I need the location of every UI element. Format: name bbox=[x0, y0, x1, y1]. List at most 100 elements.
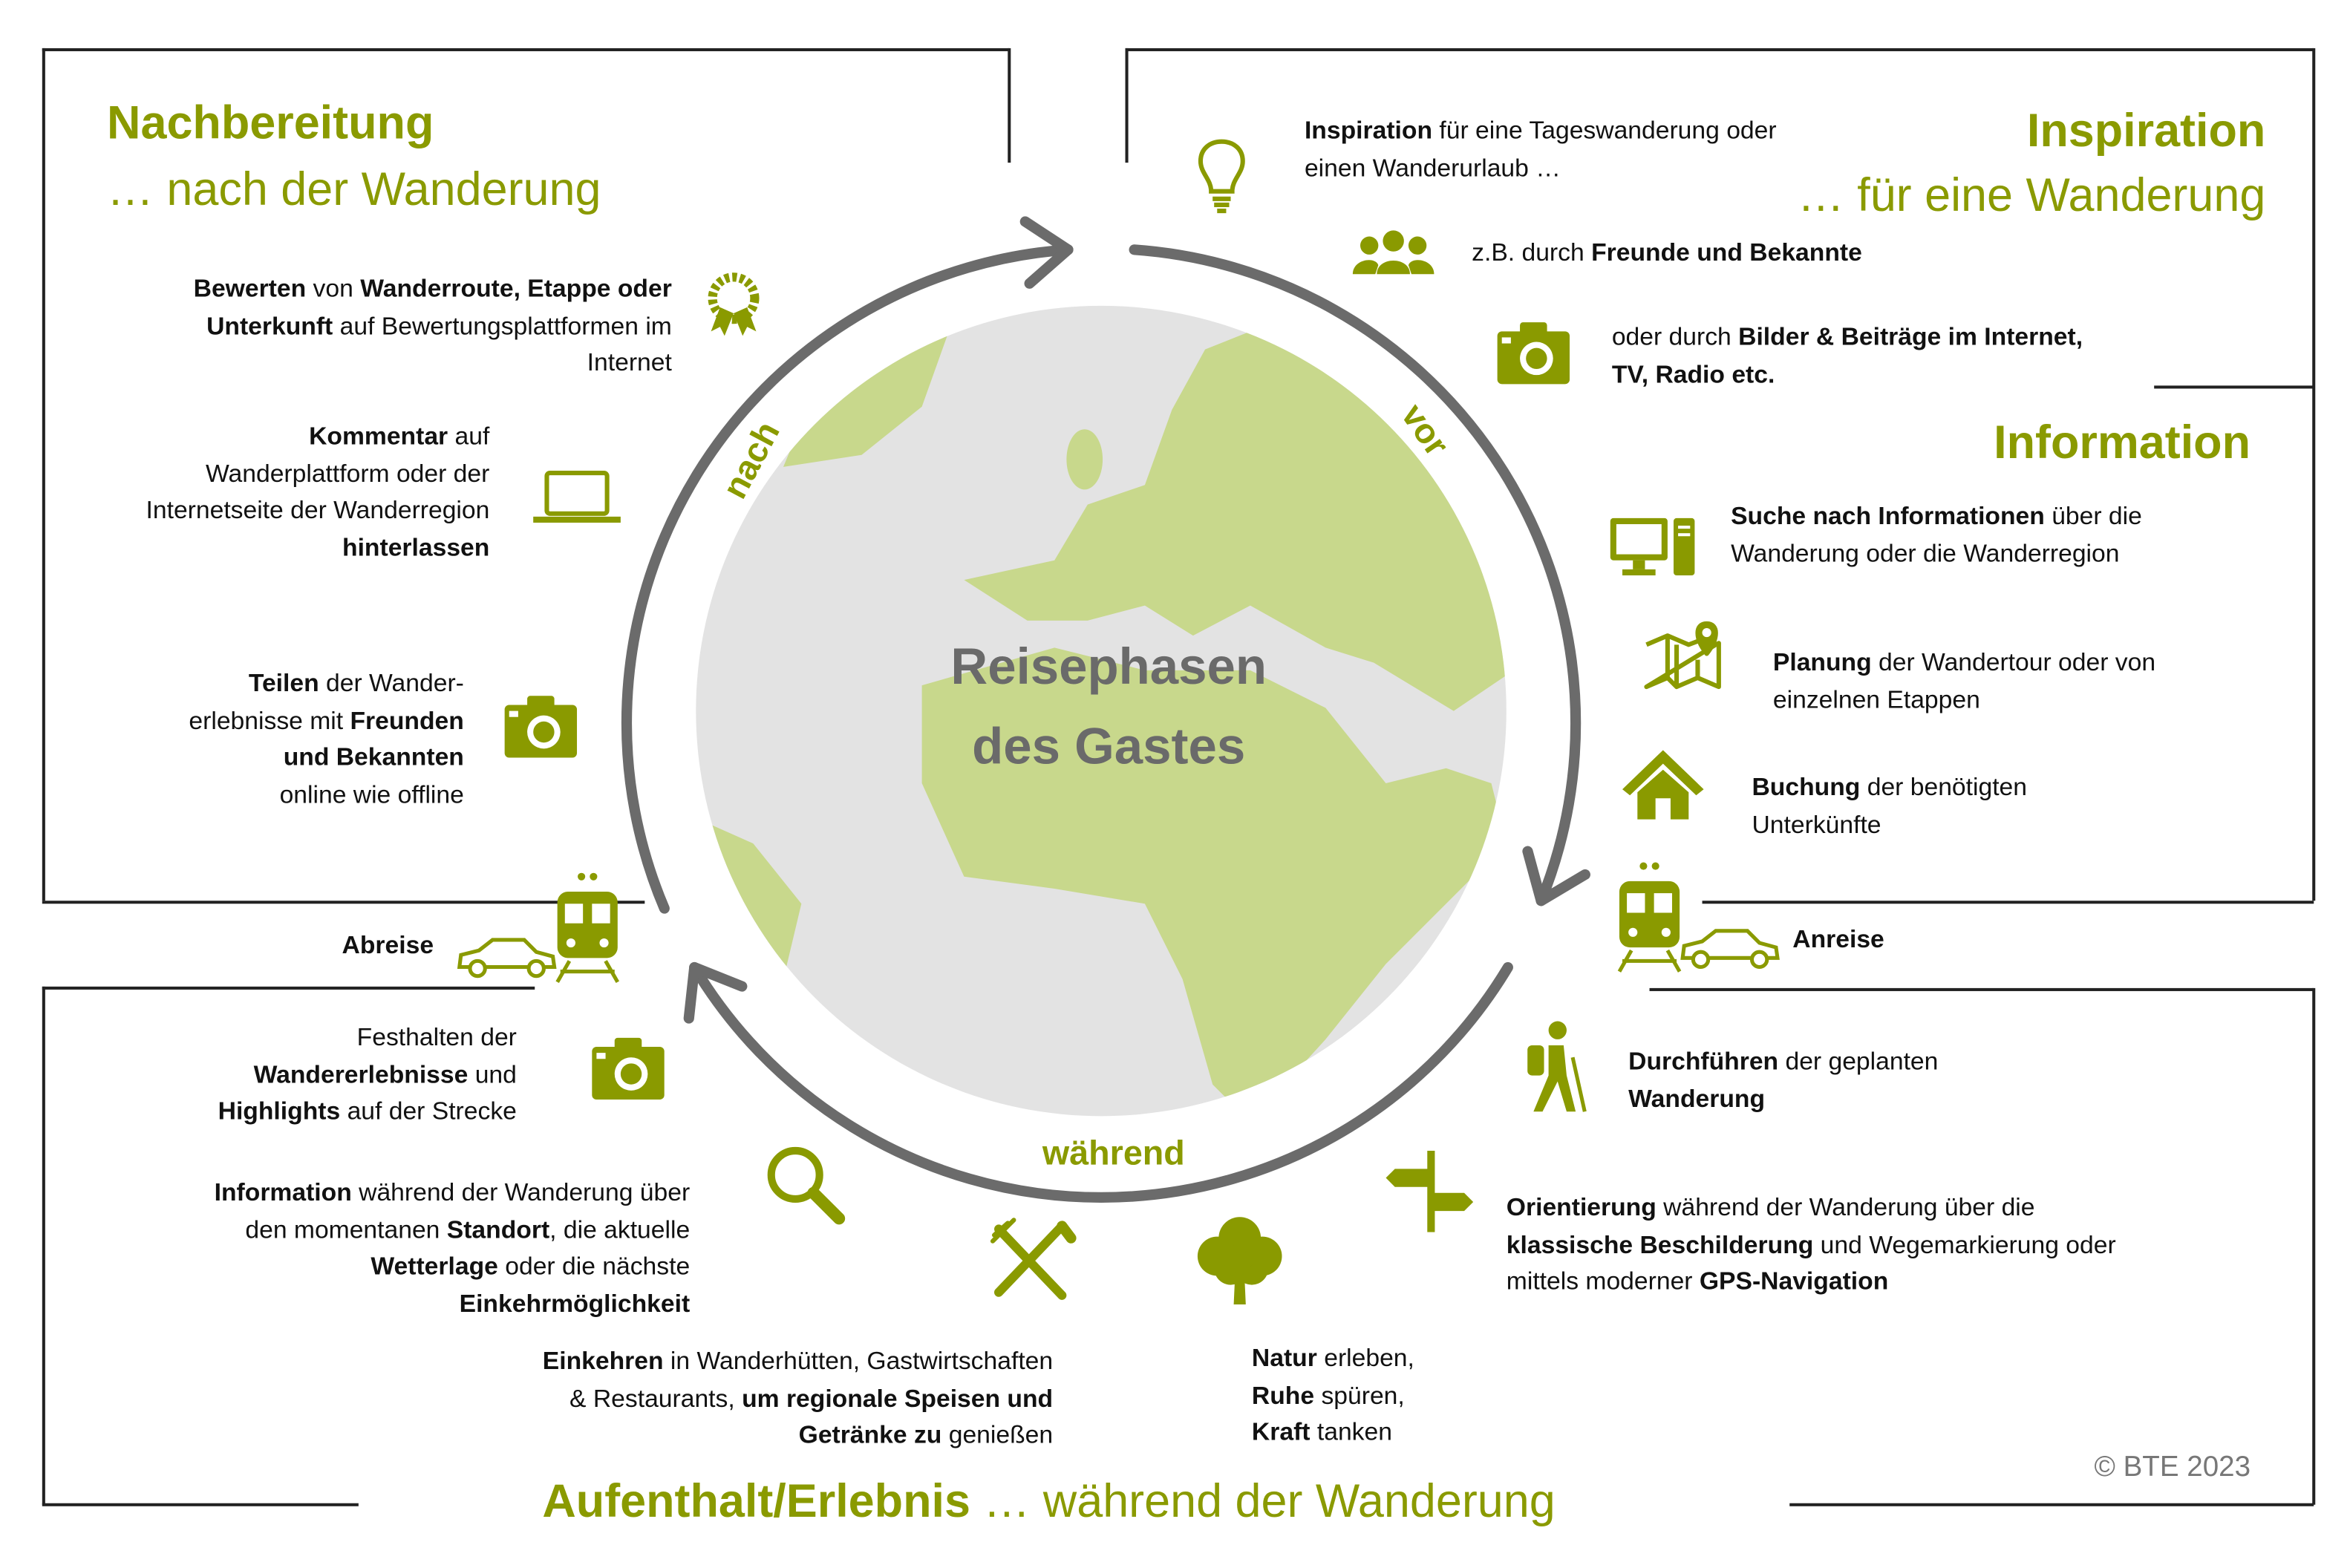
tree-icon bbox=[1197, 1217, 1282, 1304]
center-title-line1: Reisephasen bbox=[950, 638, 1267, 696]
award-rosette-icon bbox=[708, 272, 760, 336]
text: während der Wanderung über die bbox=[1656, 1192, 2035, 1222]
bold-text: Einkehrmöglichkeit bbox=[459, 1288, 691, 1318]
frame-line bbox=[42, 901, 645, 904]
text: und bbox=[468, 1059, 517, 1088]
text-line: Internetseite der Wanderregion bbox=[146, 492, 490, 529]
text-line: einzelnen Etappen bbox=[1773, 682, 2155, 719]
frame-line bbox=[1125, 48, 1128, 163]
text-line: z.B. durch Freunde und Bekannte bbox=[1472, 235, 1862, 272]
center-title: Reisephasen des Gastes bbox=[843, 637, 1374, 777]
bold-text: Kraft bbox=[1251, 1417, 1311, 1446]
frame-line bbox=[42, 986, 45, 1505]
text-line: den momentanen Standort, die aktuelle bbox=[215, 1212, 691, 1249]
bold-text: Wanderroute, Etappe oder bbox=[360, 274, 672, 303]
text-line: Information während der Wanderung über bbox=[215, 1175, 691, 1212]
train-icon bbox=[1617, 862, 1682, 973]
text-eat: Einkehren in Wanderhütten, Gastwirtschaf… bbox=[543, 1344, 1053, 1454]
subheading-inspiration: … für eine Wanderung bbox=[1797, 169, 2266, 222]
text: mittels moderner bbox=[1506, 1267, 1700, 1296]
text-line: Inspiration für eine Tageswanderung oder bbox=[1305, 113, 1777, 150]
text: oder durch bbox=[1611, 322, 1739, 351]
lightbulb-icon bbox=[1198, 139, 1245, 214]
bold-text: Planung bbox=[1772, 647, 1872, 676]
text-line: erlebnisse mit Freunden bbox=[189, 702, 463, 739]
text-friends: z.B. durch Freunde und Bekannte bbox=[1472, 235, 1862, 272]
bold-text: Getränke zu bbox=[798, 1420, 942, 1449]
train-icon bbox=[555, 872, 620, 984]
bold-text: um regionale Speisen und bbox=[742, 1383, 1054, 1412]
text-line: oder durch Bilder & Beiträge im Internet… bbox=[1612, 319, 2083, 356]
text: auf der Strecke bbox=[340, 1096, 517, 1126]
arc-before bbox=[1129, 244, 1582, 906]
text: , die aktuelle bbox=[549, 1215, 691, 1244]
text-line: Wandererlebnisse und bbox=[218, 1056, 517, 1094]
text: Wanderplattform oder der bbox=[205, 458, 490, 488]
bold-text: Unterkunft bbox=[206, 310, 333, 340]
desktop-computer-icon bbox=[1610, 517, 1695, 576]
frame-line bbox=[1008, 48, 1011, 163]
text-line: Teilen der Wander- bbox=[189, 666, 464, 703]
car-icon bbox=[457, 938, 557, 979]
text-line: Festhalten der bbox=[218, 1019, 517, 1056]
text-share: Teilen der Wander-erlebnisse mit Freunde… bbox=[189, 666, 463, 814]
fork-knife-icon bbox=[990, 1218, 1077, 1300]
text: tanken bbox=[1310, 1417, 1392, 1446]
text-media: oder durch Bilder & Beiträge im Internet… bbox=[1612, 319, 2083, 393]
bold-text: Durchführen bbox=[1628, 1047, 1779, 1076]
text: der geplanten bbox=[1778, 1047, 1939, 1076]
text: online wie offline bbox=[279, 779, 464, 808]
hiker-icon bbox=[1527, 1021, 1587, 1112]
frame-line bbox=[2312, 987, 2315, 1505]
text-line: Wanderplattform oder der bbox=[146, 456, 490, 493]
text: Festhalten der bbox=[356, 1022, 517, 1052]
arc-after bbox=[621, 244, 1074, 914]
text: einzelnen Etappen bbox=[1772, 685, 1980, 713]
text: Wanderung oder die Wanderregion bbox=[1731, 538, 2120, 567]
ring-label-during: während bbox=[1042, 1132, 1185, 1172]
frame-line bbox=[1702, 901, 2314, 904]
text-line: Anreise bbox=[1792, 922, 1884, 959]
text: der Wandertour oder von bbox=[1871, 647, 2156, 676]
text-line: Wanderung oder die Wanderregion bbox=[1731, 535, 2142, 572]
text-line: Bewerten von Wanderroute, Etappe oder bbox=[194, 271, 672, 308]
bold-text: Einkehren bbox=[542, 1346, 664, 1376]
text-planning: Planung der Wandertour oder von einzelnen… bbox=[1773, 644, 2155, 718]
text: den momentanen bbox=[245, 1215, 447, 1244]
text: der Wander- bbox=[319, 668, 464, 698]
bold-text: GPS-Navigation bbox=[1699, 1267, 1889, 1296]
center-title-line2: des Gastes bbox=[972, 718, 1246, 776]
text: genießen bbox=[941, 1420, 1054, 1449]
bold-text: Orientierung bbox=[1506, 1192, 1657, 1222]
arrowhead-icon bbox=[1522, 846, 1590, 906]
text-departure: Abreise bbox=[342, 928, 434, 965]
camera-icon bbox=[504, 696, 578, 758]
bold-text: Bewerten bbox=[193, 274, 307, 303]
text-line: Einkehrmöglichkeit bbox=[215, 1286, 691, 1323]
text-line: Suche nach Informationen über die bbox=[1731, 499, 2142, 536]
frame-line bbox=[2312, 48, 2315, 901]
text-line: mittels moderner GPS-Navigation bbox=[1507, 1264, 2116, 1301]
bold-text: Wandererlebnisse bbox=[253, 1059, 469, 1088]
bold-text: Highlights bbox=[218, 1096, 341, 1126]
bold-text: Information bbox=[214, 1177, 352, 1207]
bold-text: klassische Beschilderung bbox=[1506, 1229, 1814, 1259]
heading-information: Information bbox=[1994, 415, 2251, 468]
text-line: Highlights auf der Strecke bbox=[218, 1094, 517, 1131]
frame-line bbox=[1789, 1503, 2314, 1506]
text-line: Ruhe spüren, bbox=[1252, 1377, 1414, 1414]
arc-during bbox=[689, 961, 1513, 1203]
text: Internetseite der Wanderregion bbox=[146, 495, 490, 525]
bold-text: Bilder & Beiträge im Internet, bbox=[1738, 322, 2083, 351]
heading-stay-title: Aufenthalt/Erlebnis bbox=[542, 1474, 970, 1528]
text-line: Getränke zu genießen bbox=[543, 1417, 1053, 1454]
arrowhead-icon bbox=[683, 961, 748, 1024]
text-line: hinterlassen bbox=[146, 529, 489, 566]
bold-text: Freunde und Bekannte bbox=[1591, 238, 1862, 267]
